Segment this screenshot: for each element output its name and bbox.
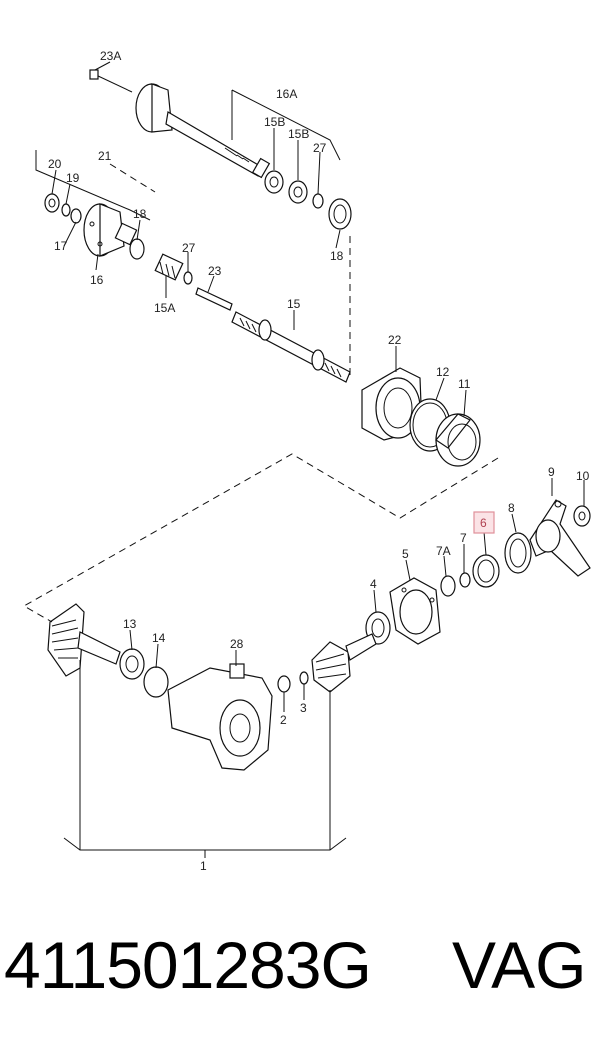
part-number: 411501283G bbox=[4, 928, 372, 1002]
callout-labels: 23A 16A 15B 15B 27 20 19 21 18 17 16 27 … bbox=[48, 49, 590, 873]
label-19: 19 bbox=[66, 171, 80, 185]
seal-18-left[interactable] bbox=[129, 238, 145, 260]
nut-20[interactable] bbox=[44, 193, 60, 213]
ring-17[interactable] bbox=[70, 208, 82, 224]
bearing-15b-1[interactable] bbox=[264, 170, 284, 194]
shaft-16a[interactable] bbox=[135, 83, 271, 179]
ring-7[interactable] bbox=[459, 572, 471, 588]
label-22: 22 bbox=[388, 333, 402, 347]
label-4: 4 bbox=[370, 577, 377, 591]
label-23a: 23A bbox=[100, 49, 121, 63]
label-9: 9 bbox=[548, 465, 555, 479]
label-5: 5 bbox=[402, 547, 409, 561]
label-21: 21 bbox=[98, 149, 112, 163]
label-8: 8 bbox=[508, 501, 515, 515]
shaft-15[interactable] bbox=[231, 311, 351, 383]
flange-16[interactable] bbox=[83, 203, 138, 257]
label-15b-1: 15B bbox=[264, 115, 285, 129]
bevel-gear-left[interactable] bbox=[47, 603, 121, 677]
label-17: 17 bbox=[54, 239, 68, 253]
bearing-13[interactable] bbox=[119, 648, 145, 680]
highlight-box-6 bbox=[473, 511, 495, 534]
label-16: 16 bbox=[90, 273, 104, 287]
housing-5[interactable] bbox=[389, 577, 441, 645]
label-14: 14 bbox=[152, 631, 166, 645]
label-23: 23 bbox=[208, 264, 222, 278]
seal-8[interactable] bbox=[504, 532, 532, 574]
bracket-lines bbox=[35, 89, 347, 858]
label-15a: 15A bbox=[154, 301, 175, 315]
nut-10[interactable] bbox=[573, 505, 591, 527]
label-27-mid: 27 bbox=[182, 241, 196, 255]
bearing-11[interactable] bbox=[435, 413, 481, 467]
label-12: 12 bbox=[436, 365, 450, 379]
label-15b-2: 15B bbox=[288, 127, 309, 141]
washer-19[interactable] bbox=[61, 203, 71, 217]
label-28: 28 bbox=[230, 637, 244, 651]
label-27-top: 27 bbox=[313, 141, 327, 155]
label-20: 20 bbox=[48, 157, 62, 171]
seal-18-right[interactable] bbox=[328, 198, 352, 230]
label-10: 10 bbox=[576, 469, 590, 483]
leader-lines bbox=[51, 61, 585, 712]
dashed-assembly-lines bbox=[22, 163, 499, 623]
label-13: 13 bbox=[123, 617, 137, 631]
label-3: 3 bbox=[300, 701, 307, 715]
ring-3[interactable] bbox=[299, 671, 309, 685]
label-16a: 16A bbox=[276, 87, 297, 101]
label-1: 1 bbox=[200, 859, 207, 873]
label-18-right: 18 bbox=[330, 249, 344, 263]
label-11: 11 bbox=[458, 377, 471, 391]
bevel-gear-right[interactable] bbox=[311, 633, 377, 693]
bolt-23a[interactable] bbox=[89, 69, 133, 93]
label-15: 15 bbox=[287, 297, 301, 311]
ring-6[interactable] bbox=[472, 554, 500, 588]
flange-9[interactable] bbox=[529, 499, 591, 577]
label-6: 6 bbox=[480, 516, 487, 530]
housing-28[interactable] bbox=[167, 663, 273, 771]
bearing-15a[interactable] bbox=[154, 253, 184, 281]
label-7a: 7A bbox=[436, 544, 451, 558]
bolt-23[interactable] bbox=[195, 287, 233, 311]
ring-27-top[interactable] bbox=[312, 193, 324, 209]
bearing-15b-2[interactable] bbox=[288, 180, 308, 204]
ring-27-mid[interactable] bbox=[183, 271, 193, 285]
label-2: 2 bbox=[280, 713, 287, 727]
label-18-top: 18 bbox=[133, 207, 147, 221]
ring-7a[interactable] bbox=[440, 575, 456, 597]
brand-name: VAG bbox=[452, 928, 587, 1002]
label-7: 7 bbox=[460, 531, 467, 545]
exploded-parts-diagram: 23A 16A 15B 15B 27 20 19 21 18 17 16 27 … bbox=[22, 49, 591, 873]
part-2[interactable] bbox=[277, 675, 291, 693]
ring-14[interactable] bbox=[143, 666, 169, 698]
